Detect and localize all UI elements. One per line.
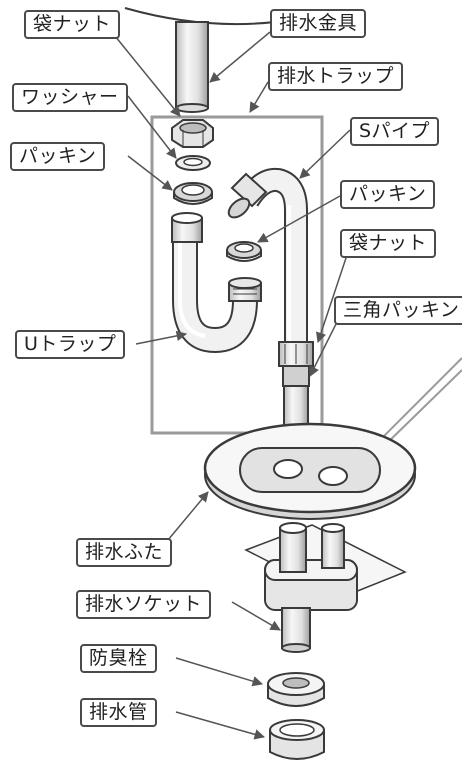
drain-fitting-part (175, 21, 209, 113)
label-drain-pipe: 排水管 (80, 698, 157, 727)
u-trap-part (171, 212, 262, 354)
label-triangle-packing: 三角パッキン (334, 296, 462, 325)
label-packing-right: パッキン (340, 180, 436, 209)
s-pipe-lower-part (278, 341, 314, 427)
guide-line-2 (383, 369, 462, 447)
label-packing-left: パッキン (10, 142, 106, 171)
packing-right-part (226, 241, 262, 262)
packing-left-part (173, 182, 213, 205)
label-drain-fitting: 排水金具 (270, 9, 367, 38)
label-drain-socket: 排水ソケット (76, 590, 212, 619)
odor-plug-part (267, 672, 325, 707)
label-u-trap: Uトラップ (15, 330, 126, 359)
label-bag-nut-top: 袋ナット (24, 10, 121, 39)
label-odor-plug: 防臭栓 (80, 644, 157, 673)
drain-pipe-part (269, 719, 325, 760)
label-bag-nut-right: 袋ナット (340, 229, 437, 258)
drain-socket-part (244, 522, 407, 653)
s-pipe-part (227, 167, 308, 350)
guide-line-1 (379, 357, 462, 441)
leader-lines (114, 31, 351, 740)
drain-trap-frame (150, 115, 324, 435)
drain-cover-part (203, 422, 417, 520)
label-s-pipe: Sパイプ (350, 117, 440, 146)
bag-nut-top-part (171, 119, 214, 148)
washer-part (175, 155, 211, 171)
label-drain-cover: 排水ふた (76, 538, 173, 567)
label-washer: ワッシャー (12, 83, 128, 112)
label-drain-trap: 排水トラップ (268, 62, 404, 91)
